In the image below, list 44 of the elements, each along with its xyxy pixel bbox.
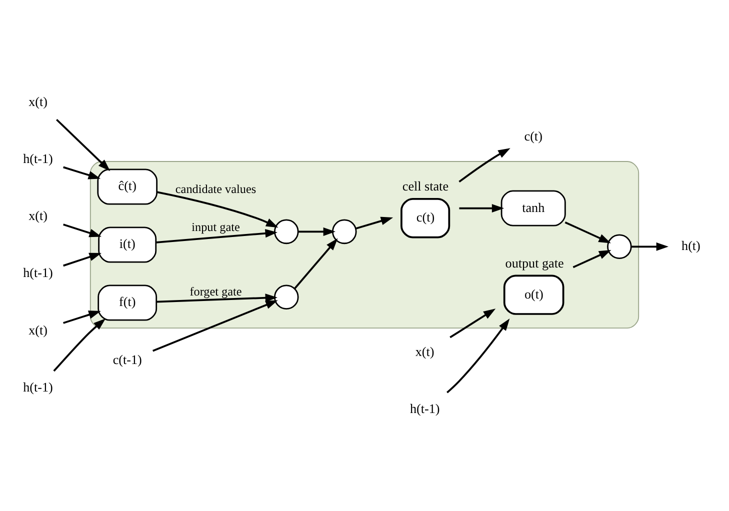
- node-box: tanh: [500, 190, 566, 226]
- arrow: [63, 223, 102, 237]
- arrow: [294, 238, 338, 289]
- arrow: [63, 252, 102, 266]
- arrow: [458, 148, 510, 182]
- arrow: [356, 216, 394, 229]
- node-text: h(t-1): [23, 264, 53, 280]
- node-text: h(t): [682, 238, 700, 253]
- node-text: h(t-1): [410, 400, 440, 416]
- node-text: c(t): [524, 128, 542, 144]
- node-circle: [607, 234, 632, 259]
- node-text: x(t): [415, 343, 434, 358]
- edge-label: candidate values: [175, 181, 256, 196]
- node-text: h(t-1): [23, 150, 53, 166]
- node-text: h(t-1): [23, 378, 53, 394]
- node-text: x(t): [28, 94, 48, 109]
- arrow: [56, 118, 110, 171]
- node-box: ĉ(t): [97, 168, 158, 204]
- node-label: output gate: [505, 254, 564, 270]
- arrow: [564, 221, 611, 243]
- arrow: [631, 242, 668, 250]
- arrow: [53, 318, 106, 372]
- node-text: x(t): [28, 322, 48, 337]
- node-circle: [274, 218, 299, 244]
- edge-label: input gate: [192, 220, 240, 234]
- arrow: [450, 308, 496, 338]
- arrow: [63, 310, 101, 324]
- node-label: cell state: [402, 178, 449, 194]
- node-text: c(t-1): [112, 352, 142, 367]
- edge-label: forget gate: [190, 284, 242, 298]
- arrow: [156, 190, 278, 228]
- arrow: [298, 226, 336, 236]
- node-circle: [332, 218, 357, 244]
- arrow: [63, 166, 101, 179]
- arrow: [446, 318, 510, 393]
- arrow: [152, 300, 278, 352]
- node-text: x(t): [28, 208, 48, 223]
- node-circle: [274, 284, 299, 310]
- node-box: f(t): [98, 284, 158, 320]
- node-box: i(t): [98, 226, 157, 262]
- arrow: [156, 228, 278, 243]
- arrow: [459, 204, 504, 212]
- arrow: [156, 293, 278, 302]
- arrow: [572, 249, 612, 268]
